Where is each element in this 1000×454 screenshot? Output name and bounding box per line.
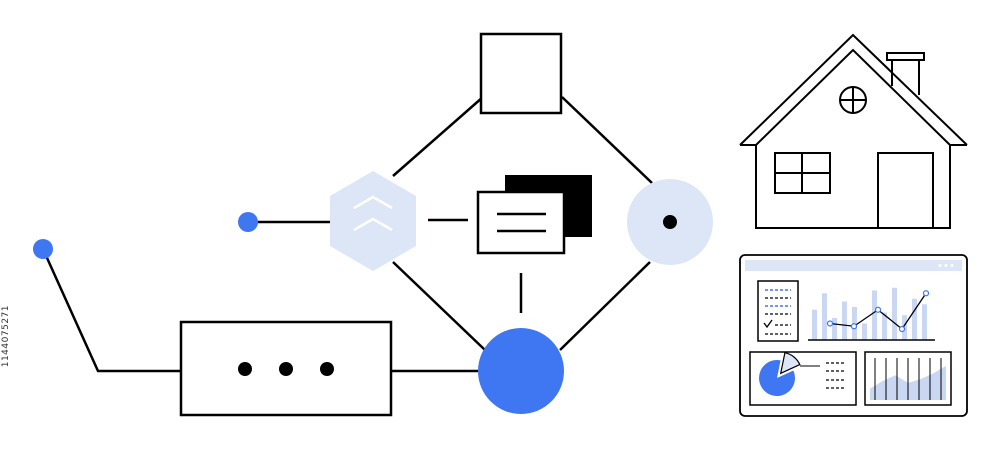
house-icon [740, 35, 967, 228]
stacked-cards-icon [478, 175, 592, 253]
dashboard-line-point [852, 324, 857, 329]
dashboard-line-point [924, 291, 929, 296]
side-id-text: 1144075271 [1, 305, 11, 367]
dashboard-bar [892, 288, 897, 340]
ellipsis-dot [238, 362, 252, 376]
dashboard-bar [822, 293, 827, 340]
dashboard-bar [912, 299, 917, 340]
connector-pin-to-box [43, 249, 182, 371]
house-chimney-cap [887, 53, 924, 60]
connector-square-to-dot [562, 97, 652, 183]
dashboard-line-point [876, 307, 881, 312]
blue-hub-circle [478, 328, 564, 414]
dashboard-bar [922, 304, 927, 340]
pin-left-bottom [33, 239, 53, 259]
analytics-dashboard-icon [740, 255, 967, 416]
house-window [775, 153, 830, 193]
ellipsis-dot [279, 362, 293, 376]
dashboard-bar [832, 318, 837, 340]
connector-hexagon-to-circle [393, 262, 485, 350]
house-round-window [840, 87, 866, 113]
double-chevron-up-icon [330, 171, 416, 271]
ellipsis-dot [320, 362, 334, 376]
dashboard-area-panel [865, 352, 951, 405]
dashboard-line-point [828, 321, 833, 326]
dashboard-bar [842, 302, 847, 341]
dashboard-bar [862, 324, 867, 341]
dashboard-header-bar [745, 260, 962, 271]
dashboard-bar [872, 291, 877, 341]
target-dot-icon [627, 179, 713, 265]
pin-left-middle [238, 212, 258, 232]
top-square-node [481, 34, 561, 113]
dashboard-checklist-panel [758, 281, 798, 341]
dashboard-pie-panel [750, 352, 856, 405]
connector-hexagon-to-square [393, 97, 483, 176]
house-walls [756, 145, 950, 228]
connector-dot-to-circle [560, 262, 650, 350]
dashboard-bar [812, 310, 817, 340]
ellipsis-box-node [181, 322, 391, 415]
dashboard-line-point [900, 327, 905, 332]
house-door [878, 153, 933, 228]
